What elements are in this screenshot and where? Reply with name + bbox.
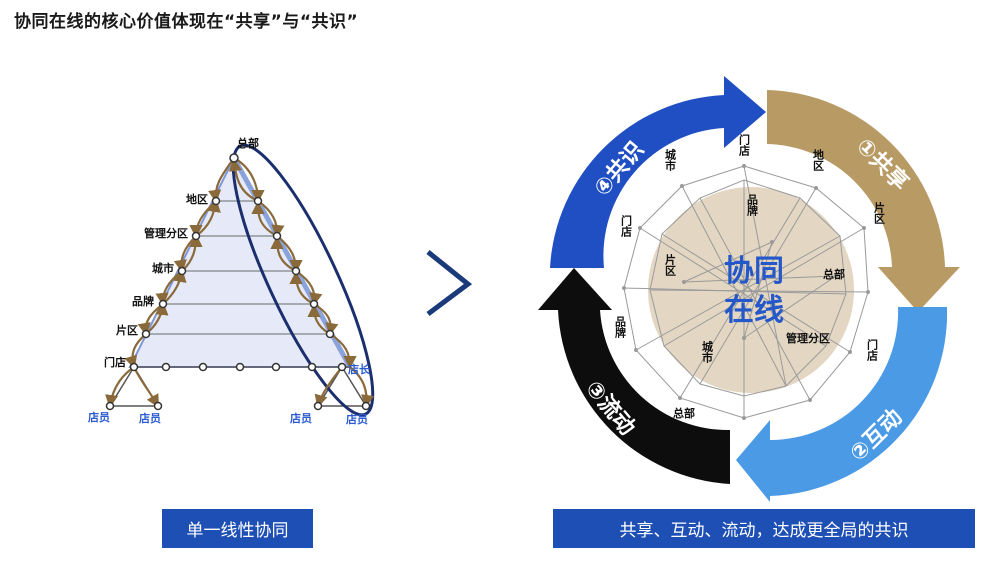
node-label-brand-inner: 品牌 [746, 194, 759, 217]
store-manager-label: 店长 [348, 362, 371, 376]
staff-label-3: 店员 [290, 411, 312, 425]
hierarchy-triangle: 总部 地区 管理分区 城市 品牌 片区 门店 店长 店员 店员 店员 店员 [88, 136, 375, 426]
stage-interact-arc [736, 307, 948, 502]
staff-label-4: 店员 [346, 412, 368, 426]
center-title-line2: 在线 [724, 293, 784, 328]
level-label-brand: 品牌 [132, 294, 154, 308]
level-label-hq: 总部 [237, 136, 259, 150]
staff-label-1: 店员 [88, 410, 110, 424]
level-label-region: 地区 [186, 192, 208, 206]
node-label-store-right: 门店 [866, 338, 879, 362]
node-label-store-left: 门店 [620, 214, 633, 238]
stage-flow-arc [538, 268, 730, 484]
page-title: 协同在线的核心价值体现在“共享”与“共识” [14, 12, 359, 32]
center-title-line1: 协同 [724, 254, 784, 289]
node-label-mgmt-district: 管理分区 [786, 331, 830, 345]
node-label-hq-inner: 总部 [823, 267, 845, 281]
stage-consensus-arc [550, 76, 766, 268]
node-label-hq-bottom: 总部 [673, 406, 695, 420]
node-label-city-top: 城市 [664, 148, 677, 172]
node-label-city-bottom: 城市 [701, 340, 714, 364]
node-label-area-right: 片区 [873, 201, 886, 225]
level-label-city: 城市 [152, 261, 174, 275]
level-label-area: 片区 [116, 323, 138, 337]
right-caption: 共享、互动、流动，达成更全局的共识 [553, 509, 975, 548]
node-label-region: 地区 [812, 148, 825, 172]
node-label-store-top: 门店 [738, 133, 751, 157]
cycle-diagram: ①共享 ②互动 ③流动 ④共识 协同 [538, 76, 960, 502]
left-caption: 单一线性协同 [162, 509, 313, 548]
node-label-brand-left: 品牌 [614, 316, 627, 339]
stage-share-arc [767, 90, 960, 312]
node-label-area-inner: 片区 [664, 253, 677, 277]
staff-label-2: 店员 [139, 411, 161, 425]
level-label-mgmt-district: 管理分区 [144, 226, 188, 240]
level-label-store: 门店 [104, 355, 126, 369]
chevron-right-icon [426, 250, 473, 316]
